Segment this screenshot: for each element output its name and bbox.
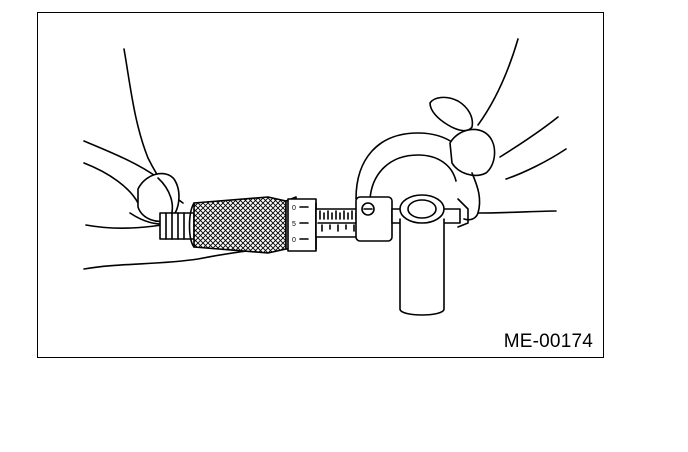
left-hand [83, 48, 289, 270]
micrometer-illustration: 0 5 0 [83, 38, 567, 316]
thimble-mark-0-top: 0 [292, 205, 296, 212]
thimble-mark-0-bottom: 0 [292, 237, 296, 244]
figure-reference-code: ME-00174 [503, 331, 593, 352]
left-fingernail [137, 172, 180, 223]
right-hand [429, 38, 567, 221]
ratchet-stop [159, 212, 195, 240]
knurled-thimble [188, 196, 287, 254]
thimble-scale [285, 196, 317, 252]
right-fingernail [449, 128, 496, 177]
cylinder-workpiece [399, 194, 445, 316]
micrometer-frame [355, 132, 473, 242]
thimble-mark-5: 5 [292, 221, 296, 228]
figure-frame: 0 5 0 ME-00174 [37, 12, 604, 358]
